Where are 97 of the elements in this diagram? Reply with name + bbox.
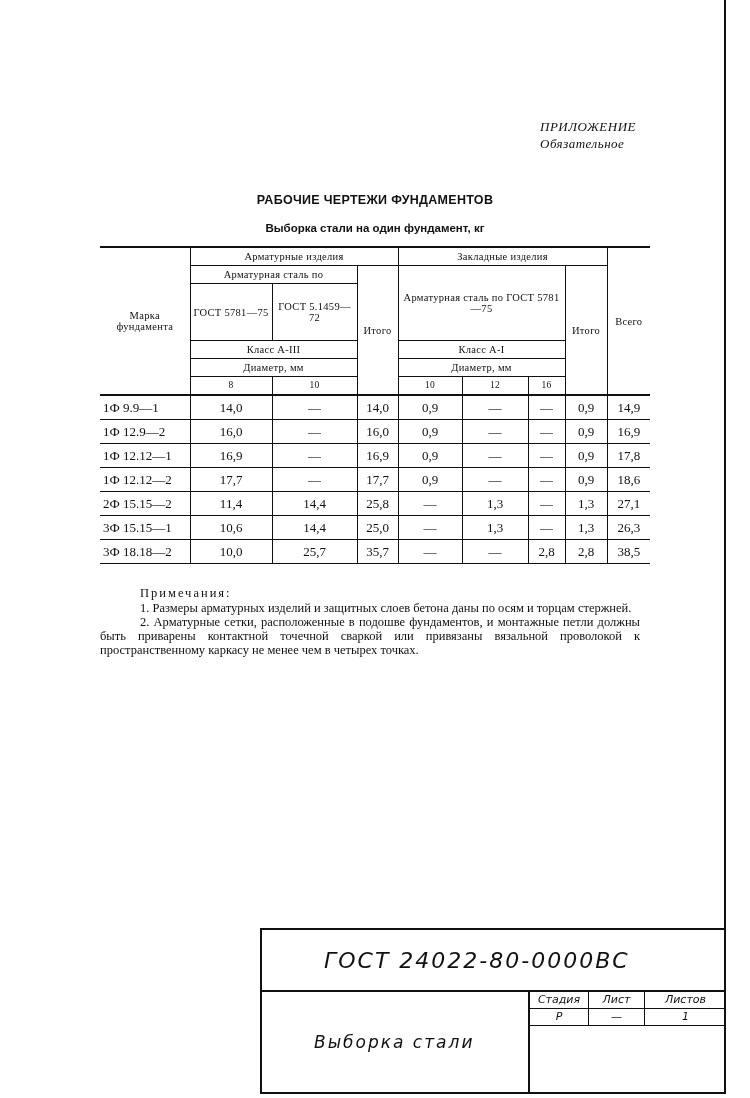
appendix-note: Обязательное [540, 135, 626, 152]
table-cell: 17,7 [357, 467, 398, 492]
note-text: 2. Арматурные сетки, расположенные в подошве фундаментов, и монтажные петли должны быть приварены контактной точечной сваркой или привязаны вязальной проволокой к пространственному каркасу не менее чем в четырех точках. [100, 615, 640, 657]
table-cell: 35,7 [357, 539, 398, 564]
table-cell: 0,9 [565, 443, 608, 468]
table-cell: 0,9 [565, 419, 608, 444]
notes-heading: Примечания: [139, 586, 233, 601]
table-cell: 0,9 [565, 467, 608, 492]
column-header: ГОСТ 5781—75 [190, 283, 272, 341]
column-header: Арматурная сталь по ГОСТ 5781—75 [398, 265, 565, 341]
column-header: 8 [190, 376, 272, 395]
appendix-label: ПРИЛОЖЕНИЕ [540, 118, 636, 135]
table-cell: 10,0 [190, 539, 272, 564]
table-cell: 0,9 [398, 395, 462, 420]
table-cell: 17,8 [607, 443, 651, 468]
title-block-header: Листов [644, 992, 726, 1009]
column-header: Диаметр, мм [398, 358, 565, 377]
table-cell: — [272, 395, 357, 420]
table-cell: 26,3 [607, 515, 651, 540]
table-cell: — [528, 419, 565, 444]
row-header: 3Ф 18.18—2 [100, 539, 190, 564]
table-cell: 10,6 [190, 515, 272, 540]
table-cell: — [528, 467, 565, 492]
table-cell: 1,3 [565, 491, 608, 516]
sheet-title: Выборка стали [314, 1032, 475, 1052]
table-cell: 38,5 [607, 539, 651, 564]
table-cell: — [398, 515, 462, 540]
title-block-value: Р [530, 1009, 588, 1026]
column-header: 10 [272, 376, 357, 395]
column-header: Арматурная сталь по [190, 265, 357, 284]
table-cell: — [462, 443, 528, 468]
table-cell: — [528, 515, 565, 540]
table-cell: 14,4 [272, 491, 357, 516]
note-text: 1. Размеры арматурных изделий и защитных слоев бетона даны по осям и торцам стержней. [139, 601, 633, 615]
table-cell: 2,8 [528, 539, 565, 564]
row-header: 1Ф 9.9—1 [100, 395, 190, 420]
table-cell: — [398, 491, 462, 516]
row-header: 2Ф 15.15—2 [100, 491, 190, 516]
table-cell: — [462, 419, 528, 444]
title-block-header: Стадия [530, 992, 588, 1009]
table-cell: 11,4 [190, 491, 272, 516]
page-title: РАБОЧИЕ ЧЕРТЕЖИ ФУНДАМЕНТОВ [255, 193, 495, 207]
table-cell: 25,8 [357, 491, 398, 516]
column-header: Закладные изделия [398, 247, 608, 266]
column-header: Арматурные изделия [190, 247, 398, 266]
title-block-value: 1 [644, 1009, 726, 1026]
column-header: 10 [398, 376, 462, 395]
table-cell: 25,7 [272, 539, 357, 564]
table-cell: — [528, 395, 565, 420]
table-cell: 25,0 [357, 515, 398, 540]
table-cell: 1,3 [462, 515, 528, 540]
row-header: 3Ф 15.15—1 [100, 515, 190, 540]
column-header: Диаметр, мм [190, 358, 357, 377]
table-cell: 0,9 [398, 443, 462, 468]
table-cell: — [462, 539, 528, 564]
table-cell: — [272, 443, 357, 468]
column-header: 16 [528, 376, 565, 395]
table-cell: 17,7 [190, 467, 272, 492]
table-cell: — [528, 443, 565, 468]
table-cell: — [528, 491, 565, 516]
column-header: Марка фундамента [100, 247, 190, 395]
table-cell: — [272, 419, 357, 444]
table-cell: 14,4 [272, 515, 357, 540]
title-block-value: — [588, 1009, 644, 1026]
table-cell: 16,9 [357, 443, 398, 468]
table-cell: 14,9 [607, 395, 651, 420]
table-cell: 14,0 [190, 395, 272, 420]
table-cell: 16,9 [190, 443, 272, 468]
row-header: 1Ф 12.9—2 [100, 419, 190, 444]
table-cell: 0,9 [398, 467, 462, 492]
column-header: Итого [357, 265, 398, 395]
column-header: Класс А-I [398, 340, 565, 359]
document-code: ГОСТ 24022-80-0000ВС [324, 947, 630, 973]
table-cell: 0,9 [565, 395, 608, 420]
table-cell: 0,9 [398, 419, 462, 444]
column-header: Итого [565, 265, 608, 395]
table-cell: 1,3 [462, 491, 528, 516]
table-cell: — [398, 539, 462, 564]
table-cell: 16,0 [357, 419, 398, 444]
title-block-header: Лист [588, 992, 644, 1009]
table-cell: 16,0 [190, 419, 272, 444]
table-cell: — [272, 467, 357, 492]
table-cell: 18,6 [607, 467, 651, 492]
table-cell: — [462, 395, 528, 420]
column-header: ГОСТ 5.1459—72 [272, 283, 357, 341]
row-header: 1Ф 12.12—1 [100, 443, 190, 468]
table-cell: 14,0 [357, 395, 398, 420]
table-cell: 27,1 [607, 491, 651, 516]
table-cell: 1,3 [565, 515, 608, 540]
column-header: Всего [607, 247, 651, 395]
table-cell: 16,9 [607, 419, 651, 444]
table-cell: — [462, 467, 528, 492]
table-cell: 2,8 [565, 539, 608, 564]
row-header: 1Ф 12.12—2 [100, 467, 190, 492]
column-header: Класс А-III [190, 340, 357, 359]
table-caption: Выборка стали на один фундамент, кг [264, 222, 486, 234]
column-header: 12 [462, 376, 528, 395]
